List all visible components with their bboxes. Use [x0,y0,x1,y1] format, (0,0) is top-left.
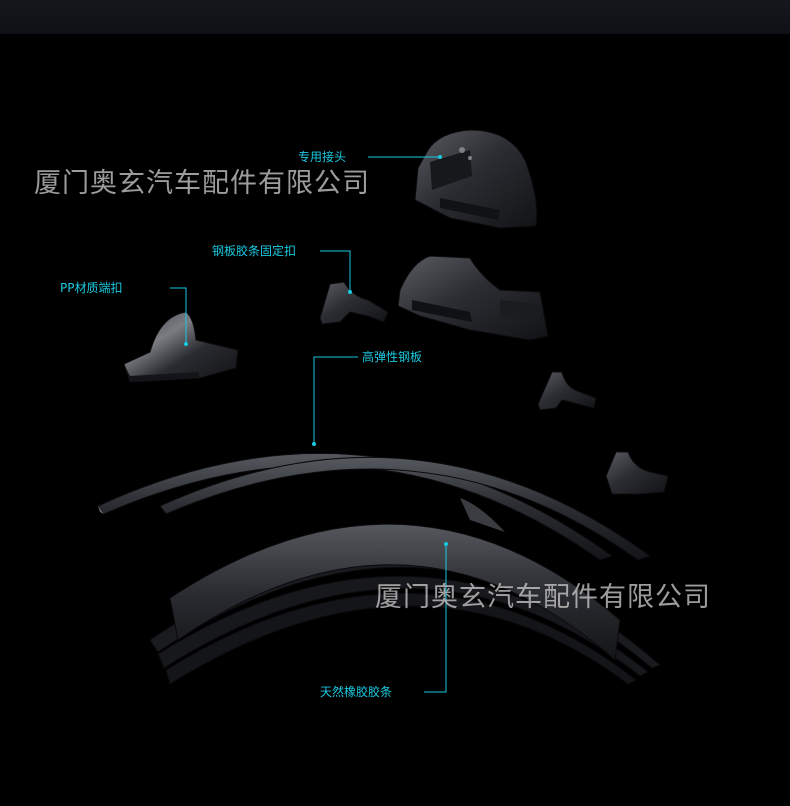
rubber-strip [149,498,661,685]
callout-lines [170,155,448,693]
label-rubber-strip: 天然橡胶胶条 [320,685,393,699]
watermark-bottom: 厦门奥玄汽车配件有限公司 [375,582,711,613]
fixing-clips [319,281,669,495]
connector-part [414,129,538,229]
label-connector: 专用接头 [298,150,347,164]
spring-steel-strips [97,452,652,561]
top-bar [0,0,790,34]
end-cap-part [123,311,239,383]
label-end-cap: PP材质端扣 [60,281,123,295]
label-fixing-clip: 钢板胶条固定扣 [212,244,297,258]
label-spring-steel: 高弹性钢板 [362,350,423,364]
adapter-housing [397,255,549,341]
watermark-top: 厦门奥玄汽车配件有限公司 [34,168,370,199]
